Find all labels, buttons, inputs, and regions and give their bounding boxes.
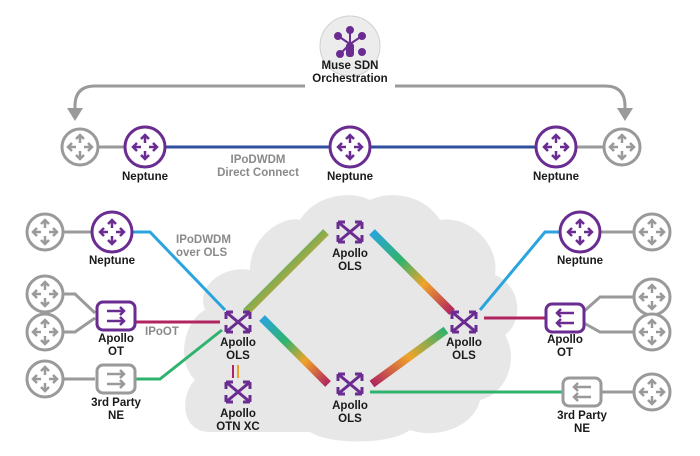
apollo-ols-left-line2: OLS: [226, 350, 250, 362]
link-right-ot-router-1: [581, 295, 634, 315]
third-party-right-line2: NE: [574, 423, 590, 435]
touch-network-icon: [334, 26, 366, 58]
third-party-right-line1: 3rd Party: [557, 410, 607, 422]
ols-mesh: [243, 229, 455, 388]
orch-arrow-right: [395, 84, 627, 112]
ipodwdm-direct-label: IPoDWDM Direct Connect: [217, 154, 299, 180]
apollo-ot-right-line1: Apollo: [547, 334, 583, 346]
apollo-ot-right-line2: OT: [557, 347, 573, 359]
link-right-ot-router-2: [581, 320, 634, 334]
router-gray-top-left: [60, 127, 100, 167]
apollo-ols-left-line1: Apollo: [220, 337, 256, 349]
apollo-ols-right-line1: Apollo: [446, 337, 482, 349]
apollo-ot-right-label: Apollo OT: [547, 334, 583, 360]
router-gray-right-2: [632, 277, 672, 317]
apollo-ols-top-line2: OLS: [338, 261, 362, 273]
third-party-left-line1: 3rd Party: [91, 397, 141, 409]
apollo-ot-left: [95, 300, 137, 332]
link-neptune-ols: [128, 230, 227, 312]
link-router-ot-2: [63, 316, 96, 334]
apollo-ols-left-label: Apollo OLS: [220, 337, 256, 363]
apollo-ot-left-label: Apollo OT: [98, 333, 134, 359]
apollo-ols-top-line1: Apollo: [332, 248, 368, 260]
router-gray-left-4: [25, 359, 65, 399]
apollo-ols-top-label: Apollo OLS: [332, 248, 368, 274]
muse-sdn-node: [319, 15, 381, 77]
third-party-right-label: 3rd Party NE: [557, 410, 607, 436]
apollo-ot-left-line1: Apollo: [98, 333, 134, 345]
neptune-right: [558, 210, 602, 254]
link-3rdparty-ols: [136, 328, 223, 381]
apollo-otn-label: Apollo OTN XC: [216, 408, 259, 434]
neptune-right-label: Neptune: [557, 255, 603, 267]
apollo-ols-bottom-label: Apollo OLS: [332, 400, 368, 426]
router-gray-right-3: [632, 312, 672, 352]
router-gray-right-4: [632, 372, 672, 412]
apollo-ols-bottom-line2: OLS: [338, 413, 362, 425]
neptune-top-right-label: Neptune: [533, 171, 579, 183]
neptune-top-right: [534, 125, 578, 169]
router-gray-left-3: [25, 312, 65, 352]
router-gray-left-1: [25, 212, 65, 252]
neptune-left-label: Neptune: [89, 255, 135, 267]
router-gray-left-2: [25, 274, 65, 314]
third-party-left-label: 3rd Party NE: [91, 397, 141, 423]
muse-sdn-label-line1: Muse SDN: [321, 60, 379, 72]
apollo-ols-right-line2: OLS: [452, 350, 476, 362]
muse-sdn-label: Muse SDN Orchestration: [312, 60, 387, 86]
apollo-otn-line2: OTN XC: [216, 421, 260, 433]
apollo-ot-right: [544, 302, 586, 334]
muse-sdn-label-line2: Orchestration: [312, 73, 388, 85]
apollo-otn-line1: Apollo: [220, 408, 256, 420]
neptune-top-left-label: Neptune: [122, 171, 168, 183]
link-router-ot-1: [63, 292, 97, 315]
neptune-top-left: [123, 125, 167, 169]
ipodwdm-direct-line2: Direct Connect: [217, 167, 299, 179]
ipodwdm-direct-line1: IPoDWDM: [230, 154, 286, 166]
ipodwdm-ols-line1: IPoDWDM: [176, 234, 231, 246]
ipodwdm-ols-line2: over OLS: [176, 247, 228, 259]
apollo-ot-left-line2: OT: [108, 346, 124, 358]
neptune-left: [90, 210, 134, 254]
orch-arrow-left: [73, 84, 305, 112]
third-party-ne-left: [95, 363, 137, 395]
neptune-top-center: [328, 125, 372, 169]
router-gray-right-1: [632, 212, 672, 252]
ipodwdm-ols-label: IPoDWDM over OLS: [176, 234, 231, 260]
apollo-ols-right-label: Apollo OLS: [446, 337, 482, 363]
apollo-ols-bottom-line1: Apollo: [332, 400, 368, 412]
third-party-ne-right: [561, 376, 603, 408]
router-gray-top-right: [602, 127, 642, 167]
third-party-left-line2: NE: [108, 410, 124, 422]
ipoot-label: IPoOT: [145, 326, 179, 338]
neptune-top-center-label: Neptune: [327, 171, 373, 183]
link-ols-right-neptune: [478, 230, 560, 311]
